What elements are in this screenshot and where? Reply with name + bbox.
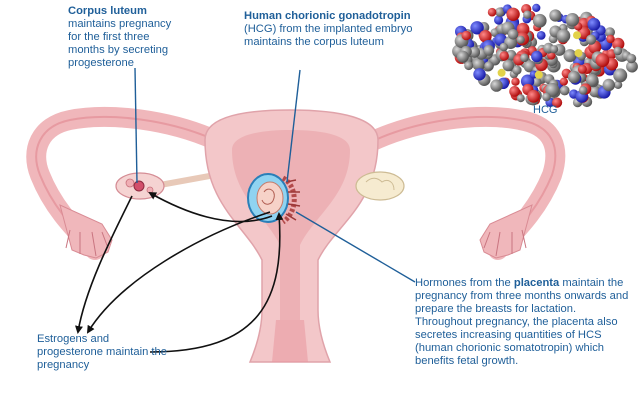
arrow-ovary-to-estrogens [75,195,133,334]
atom-sulfur [573,31,581,40]
atom [556,29,571,43]
label-estrogens: Estrogens and progesterone maintain the … [37,333,172,372]
atom [516,94,525,103]
ovarian-ligament-left [157,172,218,188]
arrow-estrogens-to-uterus [149,212,284,353]
label-hcg: Human chorionic gonadotropin (HCG) from … [244,10,424,49]
atom [527,89,540,103]
atom [479,30,492,43]
hcg-molecule [452,3,638,108]
atom [563,49,577,63]
atom [550,45,559,54]
atom [499,51,509,61]
atom [464,61,474,71]
arrow-placenta-to-ovary [148,192,273,223]
corpus-luteum-text: maintains pregnancy for the first three … [68,18,172,69]
atom [567,70,581,84]
atom [612,37,625,51]
atom [613,68,628,83]
atom [613,46,623,56]
atom [516,22,530,36]
atom [495,7,505,17]
atom [512,65,522,75]
atom [516,35,525,44]
atom [494,15,504,25]
estrogens-text: Estrogens and progesterone maintain the … [37,333,167,371]
atom [502,59,515,72]
atom [523,10,532,19]
atom [542,92,551,102]
hcg-title: Human chorionic gonadotropin [244,10,411,22]
fallopian-tube-right [365,106,566,260]
atom [531,50,543,63]
atom [552,97,563,108]
atom-sulfur [574,49,583,58]
leader-hcg [286,69,301,183]
atom [578,86,588,95]
atom [461,30,472,41]
atom [506,7,520,21]
atom [499,42,509,52]
fallopian-tube-left [26,106,225,260]
placenta-pre: Hormones from the [415,277,514,289]
atom [626,53,637,64]
atom [456,50,469,63]
atom [468,46,481,58]
leader-placenta [295,211,416,283]
atom [565,12,580,27]
atom [490,79,503,92]
atom [559,77,569,86]
atom [559,85,570,96]
atom [586,34,597,45]
atom [602,78,615,92]
atom [487,7,497,17]
hcg-text: (HCG) from the implanted embryo maintain… [244,23,413,48]
atom [532,13,547,28]
atom [473,68,486,81]
label-hcg-molecule: HCG [533,104,557,117]
atom-sulfur [497,68,506,77]
atom [613,80,623,90]
embryo-placenta [247,173,301,225]
atom [595,53,610,68]
atom-sulfur [534,70,543,79]
arrow-placenta-to-estrogens [86,211,271,334]
atom [509,86,520,97]
atom [483,45,495,56]
placenta-title: placenta [513,277,560,289]
ovary-right [355,171,405,201]
atom [549,9,562,22]
atom [606,34,615,44]
atom [532,3,541,12]
atom [585,73,599,87]
leader-corpus-luteum [134,67,138,184]
placenta-text: maintain the pregnancy from three months… [415,277,629,367]
molecule-text: HCG [533,104,558,116]
atom [577,64,587,74]
atom [484,61,494,71]
atom [511,77,520,86]
atom [536,31,546,40]
atom [626,60,638,73]
atom [520,53,529,63]
atom [589,85,601,98]
atom [507,29,519,40]
atom [604,27,616,38]
corpus-luteum-marker [133,180,145,192]
atom [472,58,485,71]
ovary-left [115,172,165,200]
label-placenta: Hormones from the placenta maintain the … [415,277,630,368]
atom [520,74,535,88]
atom [587,17,601,31]
corpus-luteum-title: Corpus luteum [68,5,147,17]
label-corpus-luteum: Corpus luteum maintains pregnancy for th… [68,5,180,70]
atom [470,21,484,35]
